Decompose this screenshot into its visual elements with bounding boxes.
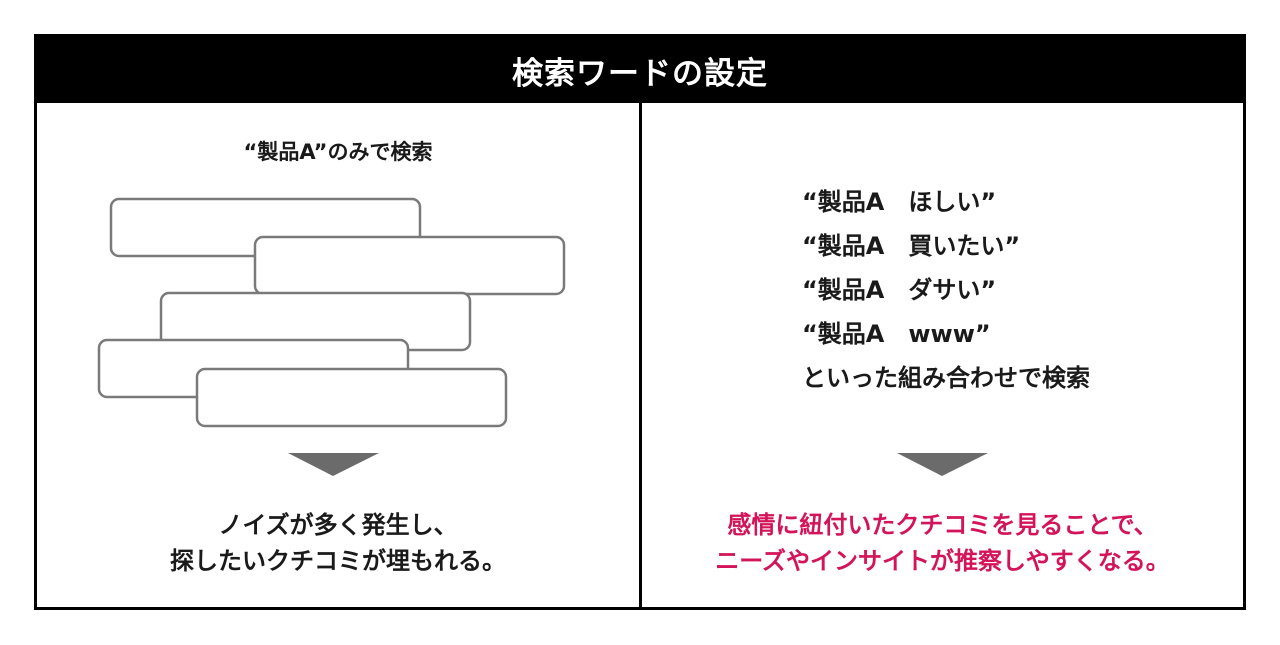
keyword-item-1: “製品A ほしい”	[802, 188, 997, 216]
right-result-line-1: 感情に紐付いたクチコミを見ることで、	[727, 511, 1158, 539]
keyword-suffix: といった組み合わせで検索	[802, 364, 1090, 392]
right-result: 感情に紐付いたクチコミを見ることで、 ニーズやインサイトが推察しやすくなる。	[642, 507, 1243, 579]
header-title: 検索ワードの設定	[37, 37, 1243, 103]
left-result-line-1: ノイズが多く発生し、	[218, 511, 458, 539]
panel-divider	[639, 103, 642, 607]
left-panel: “製品A”のみで検索 ノイズが多く発生し、 探したいクチコミが埋もれる。	[37, 103, 639, 607]
left-caption: “製品A”のみで検索	[243, 140, 433, 164]
keyword-list: “製品A ほしい” “製品A 買いたい” “製品A ダサい” “製品A www”…	[802, 180, 1090, 400]
right-panel: “製品A ほしい” “製品A 買いたい” “製品A ダサい” “製品A www”…	[642, 103, 1243, 607]
right-arrow-layer	[897, 453, 988, 476]
keyword-item-2: “製品A 買いたい”	[802, 232, 1021, 260]
noise-box-2	[253, 235, 566, 296]
keyword-item-3: “製品A ダサい”	[802, 276, 997, 304]
comparison-frame: 検索ワードの設定 “製品A”のみで検索 ノイズが多く発生し、 探したいクチコミが…	[34, 34, 1246, 610]
keyword-item-4: “製品A www”	[802, 320, 991, 348]
left-down-arrow	[288, 453, 379, 476]
right-result-line-2: ニーズやインサイトが推察しやすくなる。	[715, 547, 1170, 575]
noise-illustration	[97, 197, 566, 476]
left-result: ノイズが多く発生し、 探したいクチコミが埋もれる。	[37, 507, 639, 579]
left-result-line-2: 探したいクチコミが埋もれる。	[170, 547, 506, 575]
right-down-arrow	[897, 453, 988, 476]
noise-box-5	[195, 367, 508, 428]
